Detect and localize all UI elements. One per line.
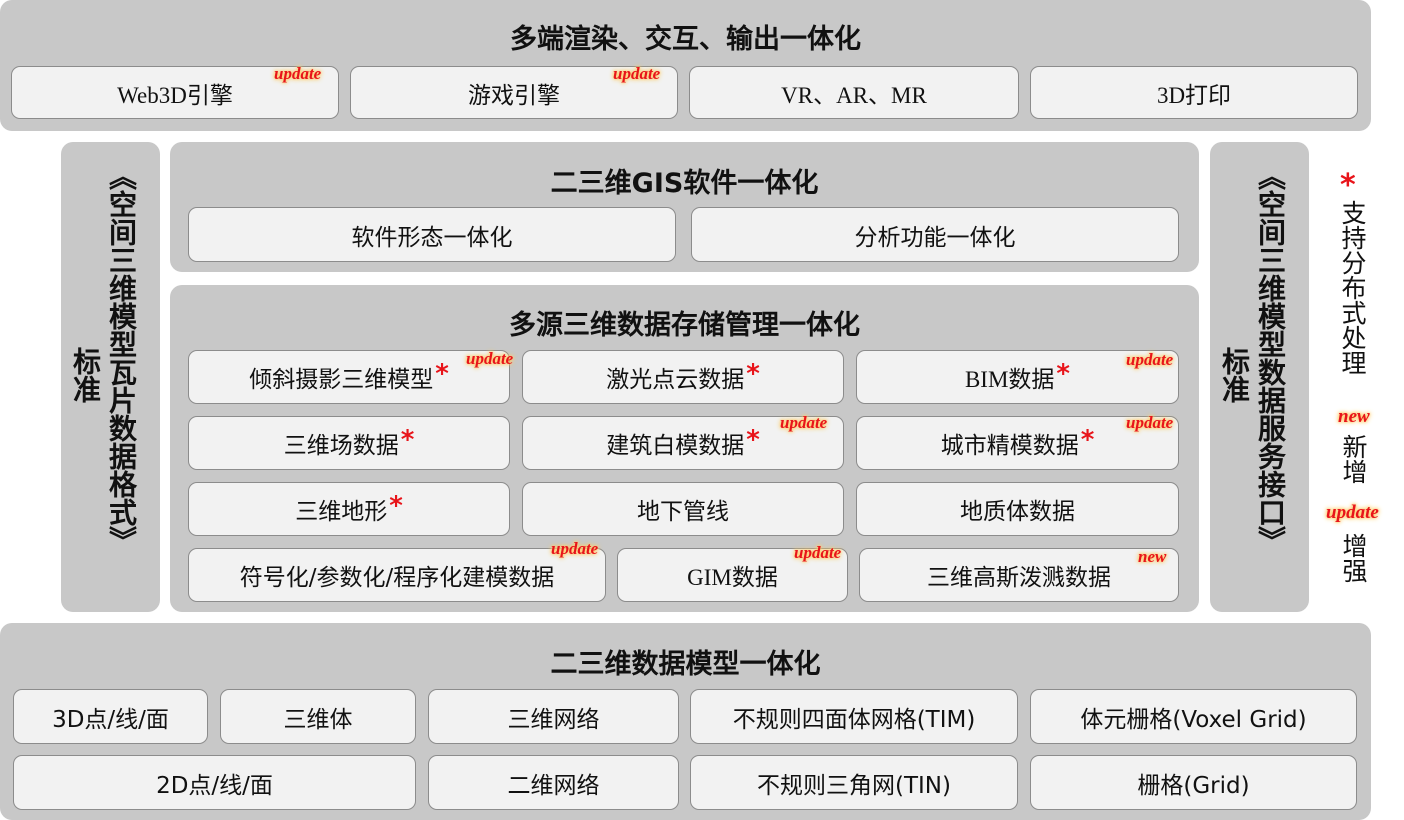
tile-format-standard-title: 《空间三维模型瓦片数据格式》 — [105, 162, 138, 554]
render-output-title: 多端渲染、交互、输出一体化 — [510, 24, 861, 55]
tile-format-standard-panel: 《空间三维模型瓦片数据格式》 标准 — [61, 142, 160, 612]
city-fine-model-box: 城市精模数据* — [856, 416, 1179, 470]
game-engine-box: 游戏引擎 — [350, 66, 678, 119]
tin-box: 不规则三角网(TIN) — [690, 755, 1018, 810]
2d-network-label: 二维网络 — [507, 772, 600, 799]
gaussian-splatting-label: 三维高斯泼溅数据 — [927, 565, 1111, 591]
voxel-grid-label: 体元栅格(Voxel Grid) — [1080, 706, 1307, 733]
distributed-star-icon: * — [400, 425, 415, 455]
legend-update-tag: update — [1326, 502, 1379, 523]
symbolic-update-tag: update — [551, 539, 599, 558]
tin-label: 不规则三角网(TIN) — [757, 772, 951, 799]
symbolic-modeling-label: 符号化/参数化/程序化建模数据 — [239, 565, 555, 591]
distributed-star-icon: * — [1080, 425, 1095, 455]
3d-network-box: 三维网络 — [428, 689, 679, 744]
distributed-star-icon: * — [389, 491, 403, 521]
terrain-label: 三维地形 — [295, 499, 388, 525]
grid-label: 栅格(Grid) — [1137, 772, 1250, 799]
legend-star-icon: * — [1340, 168, 1356, 203]
terrain-box: 三维地形* — [188, 482, 510, 536]
3d-print-label: 3D打印 — [1156, 82, 1232, 108]
voxel-grid-box: 体元栅格(Voxel Grid) — [1030, 689, 1357, 744]
2d-point-line-face-box: 2D点/线/面 — [13, 755, 416, 810]
software-form-label: 软件形态一体化 — [351, 224, 513, 251]
distributed-star-icon: * — [746, 425, 760, 455]
gis-software-panel: 二三维GIS软件一体化 软件形态一体化 分析功能一体化 — [170, 142, 1199, 272]
legend-new-text: 新增 — [1339, 434, 1368, 484]
data-model-panel: 二三维数据模型一体化 3D点/线/面 三维体 三维网络 不规则四面体网格(TIM… — [0, 623, 1371, 820]
gim-data-label: GIM数据 — [687, 565, 778, 590]
building-white-model-label: 建筑白模数据 — [606, 433, 745, 459]
game-engine-update-tag: update — [613, 64, 661, 83]
legend-new-tag: new — [1338, 406, 1370, 427]
oblique-update-tag: update — [466, 349, 514, 368]
gaussian-splatting-box: 三维高斯泼溅数据 — [859, 548, 1179, 602]
gim-update-tag: update — [794, 543, 842, 562]
service-interface-standard-suffix: 标准 — [1218, 347, 1251, 403]
service-interface-standard-panel: 《空间三维模型数据服务接口》 标准 — [1210, 142, 1309, 612]
city-update-tag: update — [1126, 413, 1174, 432]
underground-pipeline-box: 地下管线 — [522, 482, 844, 536]
web3d-engine-box: Web3D引擎 — [11, 66, 339, 119]
analysis-function-label: 分析功能一体化 — [854, 224, 1016, 251]
building-update-tag: update — [780, 413, 828, 432]
field-data-label: 三维场数据 — [283, 433, 399, 459]
3d-solid-label: 三维体 — [283, 706, 353, 733]
point-cloud-box: 激光点云数据* — [522, 350, 844, 404]
render-output-panel: 多端渲染、交互、输出一体化 Web3D引擎 游戏引擎 VR、AR、MR 3D打印… — [0, 0, 1371, 131]
oblique-model-box: 倾斜摄影三维模型* — [188, 350, 510, 404]
tile-format-standard-suffix: 标准 — [69, 347, 102, 403]
vr-ar-mr-label: VR、AR、MR — [781, 82, 927, 108]
web3d-update-tag: update — [274, 64, 322, 83]
3d-point-line-face-box: 3D点/线/面 — [13, 689, 208, 744]
city-fine-model-label: 城市精模数据 — [940, 433, 1079, 459]
symbolic-modeling-box: 符号化/参数化/程序化建模数据 — [188, 548, 606, 602]
distributed-star-icon: * — [1056, 359, 1071, 389]
oblique-model-label: 倾斜摄影三维模型 — [249, 367, 434, 393]
gis-software-title: 二三维GIS软件一体化 — [550, 168, 819, 199]
underground-pipeline-label: 地下管线 — [637, 499, 729, 525]
tim-box: 不规则四面体网格(TIM) — [690, 689, 1018, 744]
point-cloud-label: 激光点云数据 — [606, 367, 745, 393]
2d-network-box: 二维网络 — [428, 755, 679, 810]
legend-distributed-text: 支持分布式处理 — [1338, 200, 1367, 375]
2d-point-line-face-label: 2D点/线/面 — [156, 772, 273, 799]
field-data-box: 三维场数据* — [188, 416, 510, 470]
distributed-star-icon: * — [746, 359, 760, 389]
3d-network-label: 三维网络 — [507, 706, 600, 733]
software-form-box: 软件形态一体化 — [188, 207, 676, 262]
web3d-engine-label: Web3D引擎 — [117, 82, 233, 108]
gim-data-box: GIM数据 — [617, 548, 848, 602]
distributed-star-icon: * — [435, 359, 449, 389]
data-model-title: 二三维数据模型一体化 — [550, 649, 821, 680]
geology-data-label: 地质体数据 — [960, 499, 1075, 525]
gaussian-new-tag: new — [1138, 547, 1167, 566]
grid-box: 栅格(Grid) — [1030, 755, 1357, 810]
analysis-function-box: 分析功能一体化 — [691, 207, 1179, 262]
tim-label: 不规则四面体网格(TIM) — [732, 706, 976, 733]
data-storage-panel: 多源三维数据存储管理一体化 倾斜摄影三维模型* 激光点云数据* BIM数据* 三… — [170, 285, 1199, 612]
3d-solid-box: 三维体 — [220, 689, 416, 744]
service-interface-standard-title: 《空间三维模型数据服务接口》 — [1254, 162, 1287, 554]
bim-data-box: BIM数据* — [856, 350, 1179, 404]
building-white-model-box: 建筑白模数据* — [522, 416, 844, 470]
legend-update-text: 增强 — [1339, 533, 1368, 583]
bim-update-tag: update — [1126, 350, 1174, 369]
geology-data-box: 地质体数据 — [856, 482, 1179, 536]
game-engine-label: 游戏引擎 — [468, 82, 560, 109]
bim-data-label: BIM数据 — [964, 367, 1055, 392]
3d-point-line-face-label: 3D点/线/面 — [52, 706, 169, 733]
3d-print-box: 3D打印 — [1030, 66, 1358, 119]
data-storage-title: 多源三维数据存储管理一体化 — [509, 310, 860, 341]
vr-ar-mr-box: VR、AR、MR — [689, 66, 1019, 119]
